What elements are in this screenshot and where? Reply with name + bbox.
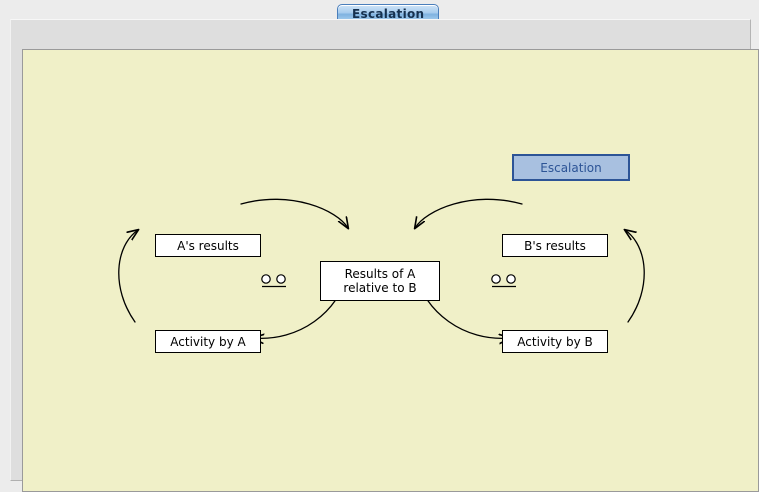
node-results-of-a-relative-to-b[interactable]: Results of A relative to B: [320, 261, 440, 301]
edge-activity-b-to-b-results: [625, 230, 645, 323]
node-b-results[interactable]: B's results: [502, 234, 608, 257]
edge-b-results-to-center: [415, 198, 523, 228]
balancing-loop-icon: [261, 274, 286, 288]
node-activity-by-b[interactable]: Activity by B: [502, 330, 608, 353]
edge-a-results-to-center: [240, 198, 348, 228]
balancing-loop-icon: [491, 274, 516, 288]
tab-strip: Escalation: [10, 2, 751, 24]
diagram-title-box[interactable]: Escalation: [512, 154, 630, 181]
node-activity-by-a[interactable]: Activity by A: [155, 330, 261, 353]
tab-content-panel: A's results Activity by A Results of A r…: [10, 19, 759, 492]
edge-activity-a-to-a-results: [118, 230, 138, 323]
node-a-results[interactable]: A's results: [155, 234, 261, 257]
diagram-canvas[interactable]: A's results Activity by A Results of A r…: [22, 49, 759, 492]
tab-escalation[interactable]: Escalation: [337, 4, 440, 23]
